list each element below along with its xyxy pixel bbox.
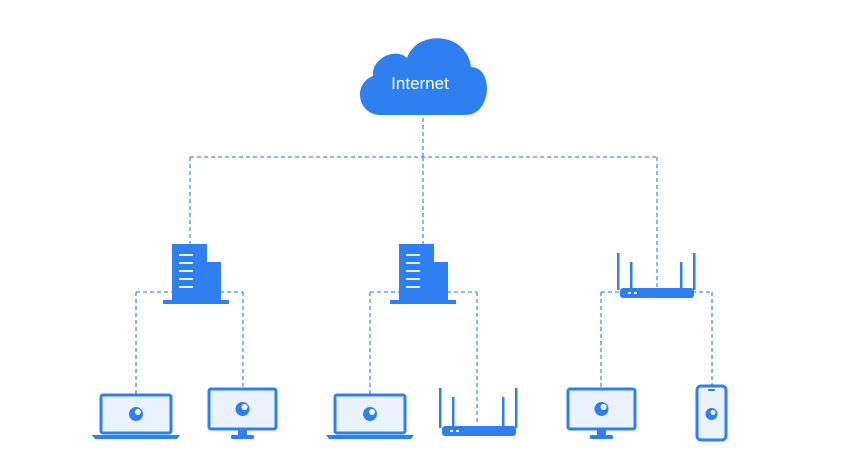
server-icon — [163, 244, 229, 304]
phone-icon — [695, 384, 728, 442]
cloud-icon: Internet — [360, 38, 487, 115]
router-icon — [617, 253, 696, 298]
laptop-icon — [92, 393, 180, 439]
internet-label: Internet — [391, 74, 449, 93]
server-icon — [390, 244, 456, 304]
router-icon — [439, 388, 518, 436]
monitor-icon — [207, 387, 278, 439]
connection-lines — [135, 118, 713, 423]
monitor-icon — [566, 387, 637, 439]
laptop-icon — [326, 393, 414, 439]
